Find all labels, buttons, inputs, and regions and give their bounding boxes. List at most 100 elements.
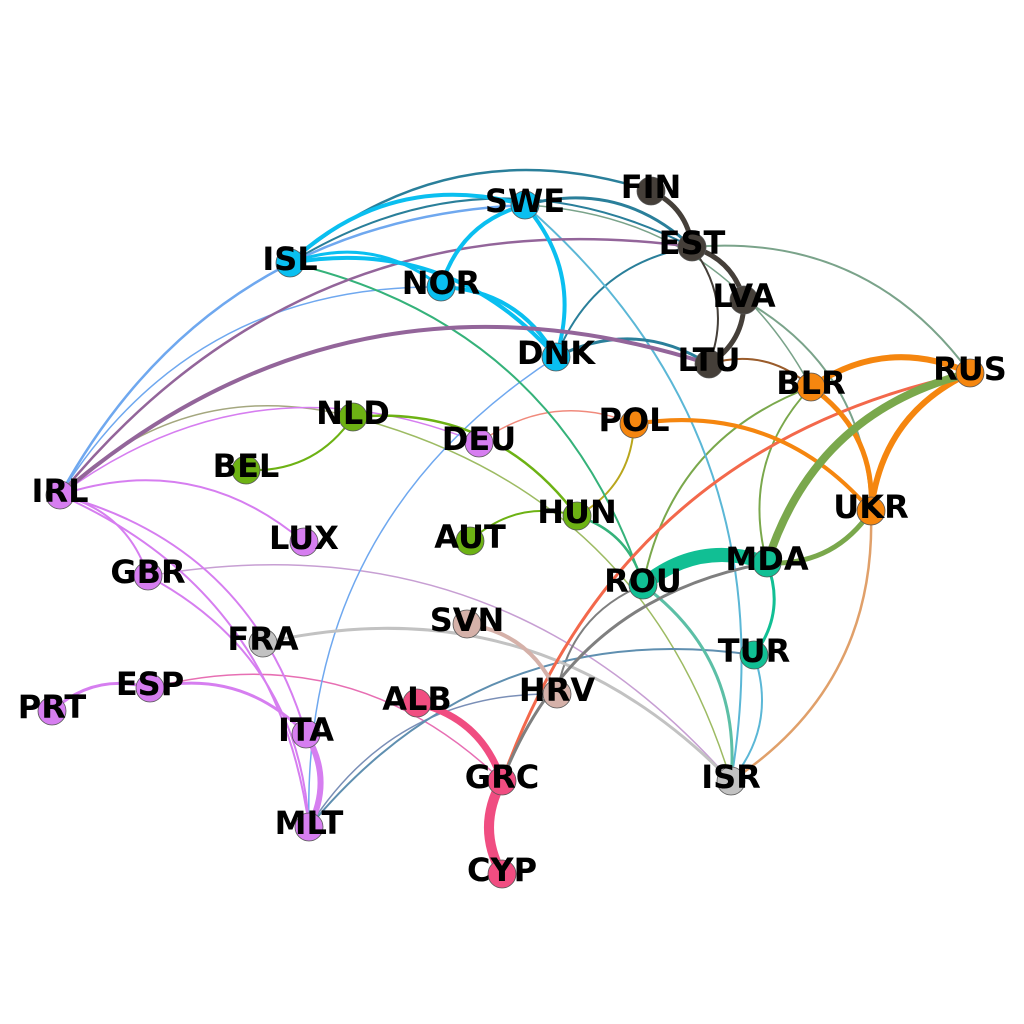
node-deu[interactable] — [464, 428, 494, 458]
node-est[interactable] — [677, 232, 707, 262]
edge-esp-grc — [149, 673, 503, 782]
node-label-grc: GRC — [465, 758, 539, 796]
node-fin[interactable] — [636, 176, 666, 206]
node-ltu[interactable] — [694, 349, 724, 379]
node-hun[interactable] — [562, 501, 592, 531]
edge-isl-rou — [289, 262, 644, 586]
node-mda[interactable] — [752, 548, 782, 578]
edge-nld-bel — [245, 416, 354, 472]
node-label-hun: HUN — [537, 493, 617, 531]
node-label-alb: ALB — [382, 680, 452, 718]
edge-swe-isr — [524, 204, 743, 782]
node-cyp[interactable] — [487, 859, 517, 889]
node-fra[interactable] — [248, 628, 278, 658]
node-bel[interactable] — [231, 455, 261, 485]
edge-gbr-isr — [147, 563, 732, 782]
node-label-lva: LVA — [712, 277, 776, 315]
edge-dnk-est — [555, 246, 693, 358]
node-label-svn: SVN — [430, 601, 505, 639]
edge-mda-rus — [763, 369, 974, 567]
edge-irl-est — [58, 237, 694, 497]
node-isl[interactable] — [275, 248, 305, 278]
node-label-blr: BLR — [776, 364, 845, 402]
node-label-rus: RUS — [933, 350, 1007, 388]
edge-nld-isr — [352, 416, 732, 782]
node-gbr[interactable] — [133, 561, 163, 591]
node-blr[interactable] — [796, 372, 826, 402]
node-label-isr: ISR — [701, 758, 761, 796]
edge-est-rus — [691, 244, 971, 374]
edge-nor-dnk — [439, 285, 558, 359]
edge-swe-dnk — [523, 203, 567, 359]
node-mlt[interactable] — [294, 812, 324, 842]
edge-ukr-isr — [729, 509, 873, 783]
node-label-dnk: DNK — [517, 334, 596, 372]
node-label-ukr: UKR — [833, 488, 908, 526]
node-label-esp: ESP — [116, 665, 184, 703]
edge-mda-blr — [758, 386, 812, 564]
node-nld[interactable] — [338, 402, 368, 432]
edge-isl-fin — [288, 168, 653, 265]
node-lux[interactable] — [289, 527, 319, 557]
node-label-cyp: CYP — [467, 851, 537, 889]
edge-fra-isr — [261, 626, 733, 783]
node-aut[interactable] — [455, 526, 485, 556]
edge-rou-isr — [641, 583, 734, 783]
node-label-irl: IRL — [32, 472, 89, 510]
node-label-nor: NOR — [402, 264, 481, 302]
edge-rou-mda — [636, 547, 774, 592]
node-label-bel: BEL — [213, 447, 280, 485]
edge-irl-swe — [58, 203, 527, 497]
node-label-aut: AUT — [434, 518, 506, 556]
node-hrv[interactable] — [542, 679, 572, 709]
node-esp[interactable] — [135, 673, 165, 703]
edge-tur-isr — [730, 654, 764, 782]
node-prt[interactable] — [37, 696, 67, 726]
edge-gbr-mlt — [147, 575, 310, 828]
node-nor[interactable] — [426, 272, 456, 302]
node-label-prt: PRT — [18, 688, 87, 726]
node-label-ltu: LTU — [678, 341, 741, 379]
node-irl[interactable] — [45, 480, 75, 510]
node-grc[interactable] — [487, 766, 517, 796]
node-dnk[interactable] — [541, 342, 571, 372]
node-alb[interactable] — [402, 688, 432, 718]
edge-grc-rus — [500, 371, 972, 783]
node-label-fin: FIN — [621, 168, 682, 206]
node-label-gbr: GBR — [110, 553, 185, 591]
edge-isl-nor — [288, 250, 443, 289]
node-ita[interactable] — [291, 719, 321, 749]
edge-esp-ita — [148, 681, 308, 736]
edges-layer — [50, 168, 974, 879]
edge-isl-swe — [288, 192, 527, 265]
node-label-nld: NLD — [316, 394, 390, 432]
node-svn[interactable] — [452, 609, 482, 639]
edge-dnk-ltu — [554, 337, 711, 366]
node-rus[interactable] — [955, 358, 985, 388]
node-label-fra: FRA — [227, 620, 299, 658]
node-swe[interactable] — [510, 190, 540, 220]
edge-mlt-hrv — [308, 693, 558, 828]
edge-irl-mlt — [59, 494, 310, 828]
node-rou[interactable] — [628, 570, 658, 600]
edge-irl-lux — [59, 479, 305, 543]
edge-grc-mda — [500, 561, 769, 783]
edge-pol-ukr — [632, 418, 873, 513]
node-pol[interactable] — [619, 409, 649, 439]
edge-mlt-tur — [308, 648, 755, 828]
node-isr[interactable] — [716, 766, 746, 796]
node-label-tur: TUR — [718, 632, 790, 670]
node-ukr[interactable] — [856, 496, 886, 526]
edge-est-ltu — [691, 246, 719, 365]
node-label-mlt: MLT — [275, 804, 344, 842]
edge-nor-swe — [439, 203, 527, 289]
node-label-swe: SWE — [485, 182, 565, 220]
edge-rou-blr — [642, 386, 812, 586]
node-lva[interactable] — [729, 285, 759, 315]
node-label-est: EST — [659, 224, 726, 262]
edge-swe-est — [523, 196, 694, 249]
edge-irl-ltu — [58, 324, 711, 497]
node-tur[interactable] — [739, 640, 769, 670]
node-label-mda: MDA — [725, 540, 808, 578]
